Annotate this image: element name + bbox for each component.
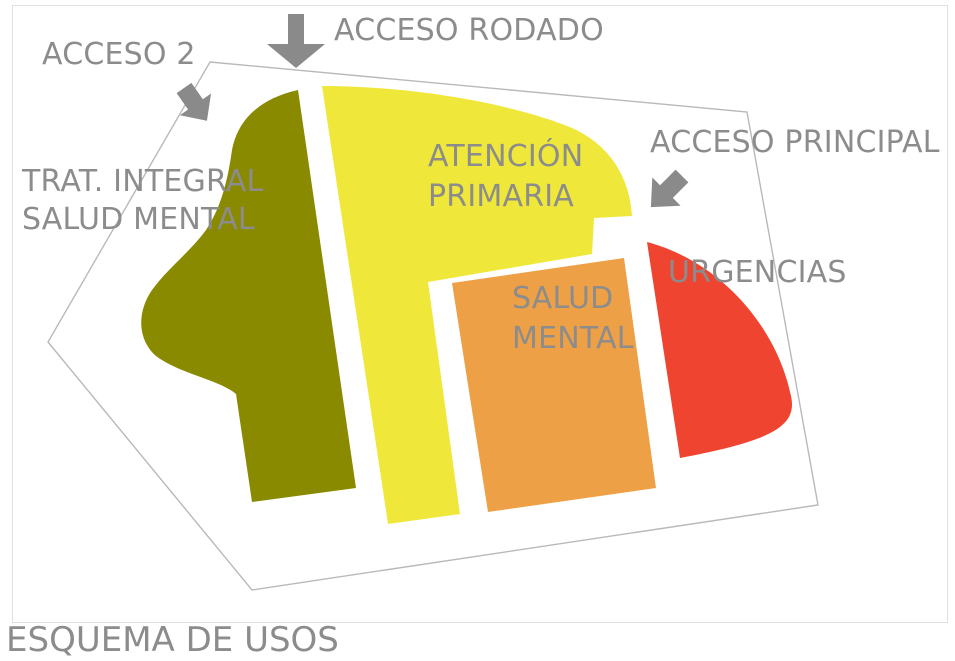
zone-trat-integral (141, 90, 356, 502)
zone-atencion-primaria (322, 86, 632, 524)
arrow-down-right-icon (176, 82, 212, 121)
zone-salud-mental (452, 258, 656, 512)
label-acceso-2: ACCESO 2 (42, 37, 196, 72)
label-urgencias: URGENCIAS (668, 255, 847, 290)
zone-urgencias (647, 242, 793, 458)
label-salud-mental-line1: SALUD (512, 281, 613, 316)
label-atencion-primaria-line1: ATENCIÓN (428, 137, 583, 174)
diagram-caption: ESQUEMA DE USOS (6, 620, 339, 660)
arrow-down-icon (267, 14, 325, 68)
arrow-down-left-icon (650, 169, 689, 208)
label-trat-integral-line2: SALUD MENTAL (22, 202, 255, 237)
label-acceso-rodado: ACCESO RODADO (334, 13, 604, 48)
label-trat-integral-line1: TRAT. INTEGRAL (21, 164, 264, 199)
drawing-frame (12, 5, 948, 623)
label-salud-mental-line2: MENTAL (512, 321, 634, 356)
label-atencion-primaria-line2: PRIMARIA (428, 179, 574, 214)
label-acceso-principal: ACCESO PRINCIPAL (650, 125, 940, 160)
